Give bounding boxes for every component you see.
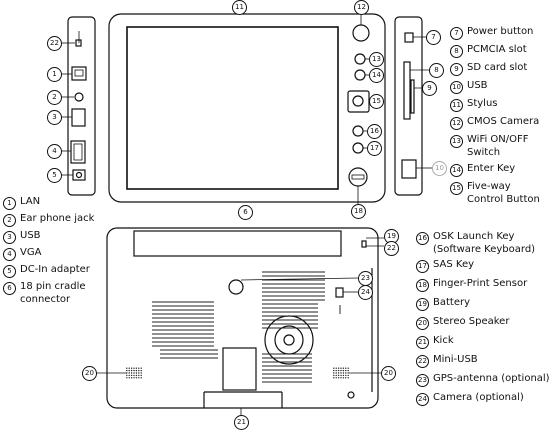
- mini-usb-port-left: [75, 39, 82, 47]
- callout-14: 14: [369, 68, 384, 83]
- camera-back: [335, 287, 344, 298]
- callout-20-right: 20: [381, 366, 396, 381]
- vga-port: [70, 140, 86, 164]
- front-view: [108, 13, 386, 203]
- lan-port: [71, 66, 87, 81]
- callout-12: 12: [354, 0, 369, 15]
- usb-port-left: [71, 108, 86, 127]
- callout-4: 4: [47, 144, 62, 159]
- ear-phone-jack: [74, 92, 84, 102]
- wifi-switch: [354, 53, 366, 65]
- callout-13: 13: [369, 52, 384, 67]
- pcmcia-slot: [403, 61, 411, 120]
- callout-1: 1: [47, 67, 62, 82]
- callout-24: 24: [358, 285, 373, 300]
- callout-7: 7: [426, 30, 441, 45]
- callout-22-left: 22: [47, 36, 62, 51]
- battery: [133, 230, 342, 257]
- callout-5: 5: [47, 168, 62, 183]
- callout-11: 11: [232, 0, 247, 15]
- screen: [126, 26, 339, 190]
- right-side-view: [394, 16, 423, 196]
- callout-15: 15: [369, 94, 384, 109]
- callout-3: 3: [47, 110, 62, 125]
- five-way-button: [347, 90, 370, 113]
- enter-key: [354, 69, 366, 81]
- callout-18: 18: [351, 204, 366, 219]
- cmos-camera: [352, 24, 370, 42]
- usb-port-right: [401, 159, 417, 179]
- callout-17: 17: [367, 141, 382, 156]
- mini-usb-back: [361, 240, 367, 248]
- callout-9: 9: [422, 81, 437, 96]
- power-button: [404, 32, 414, 43]
- sas-key: [352, 142, 364, 154]
- callout-22-back: 22: [384, 241, 399, 256]
- vent-grilles: [126, 271, 349, 383]
- dc-in-port: [72, 169, 86, 181]
- callout-16: 16: [367, 124, 382, 139]
- kick-stand: [222, 347, 257, 391]
- callout-2: 2: [47, 90, 62, 105]
- callout-10-faint: 10: [432, 161, 447, 176]
- back-view: [106, 227, 379, 409]
- callout-20-left: 20: [82, 366, 97, 381]
- osk-key: [352, 125, 364, 137]
- callout-23: 23: [358, 271, 373, 286]
- sd-card-slot: [410, 79, 415, 114]
- callout-6: 6: [238, 205, 253, 220]
- callout-21: 21: [234, 415, 249, 430]
- callout-8: 8: [429, 63, 444, 78]
- left-side-view: [67, 16, 96, 196]
- gps-antenna: [228, 279, 244, 295]
